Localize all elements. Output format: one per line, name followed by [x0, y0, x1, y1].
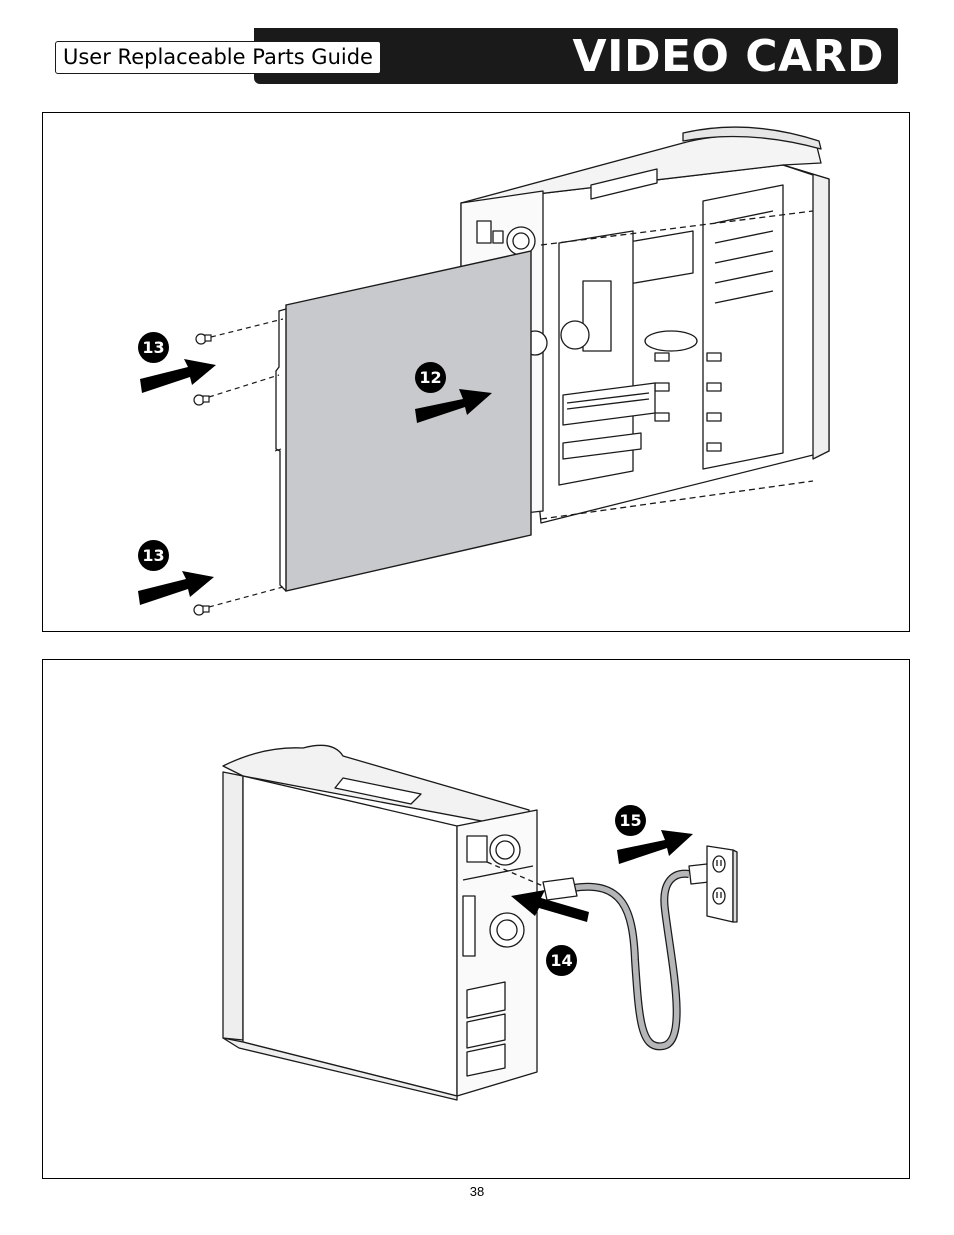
step-callout: 13	[138, 332, 169, 363]
arrow-icon	[140, 359, 216, 393]
thumbscrew-icon	[196, 334, 211, 344]
side-access-panel	[275, 251, 531, 591]
thumbscrew-icon	[194, 605, 209, 615]
power-cord-illustration	[43, 660, 909, 1178]
page-number: 38	[0, 1184, 954, 1199]
section-title: VIDEO CARD	[573, 31, 884, 82]
step-callout: 14	[546, 945, 577, 976]
arrow-icon	[138, 571, 214, 605]
figure-side-panel-removal: 13 12 13	[42, 112, 910, 632]
wall-outlet-icon	[707, 846, 737, 922]
figure-power-cord-reconnect: 15 14	[42, 659, 910, 1179]
step-callout: 13	[138, 540, 169, 571]
thumbscrew-icon	[194, 395, 209, 405]
step-callout: 12	[415, 362, 446, 393]
tower-chassis	[223, 745, 537, 1100]
guide-label: User Replaceable Parts Guide	[55, 41, 381, 74]
side-panel-illustration	[43, 113, 909, 631]
step-callout: 15	[615, 805, 646, 836]
